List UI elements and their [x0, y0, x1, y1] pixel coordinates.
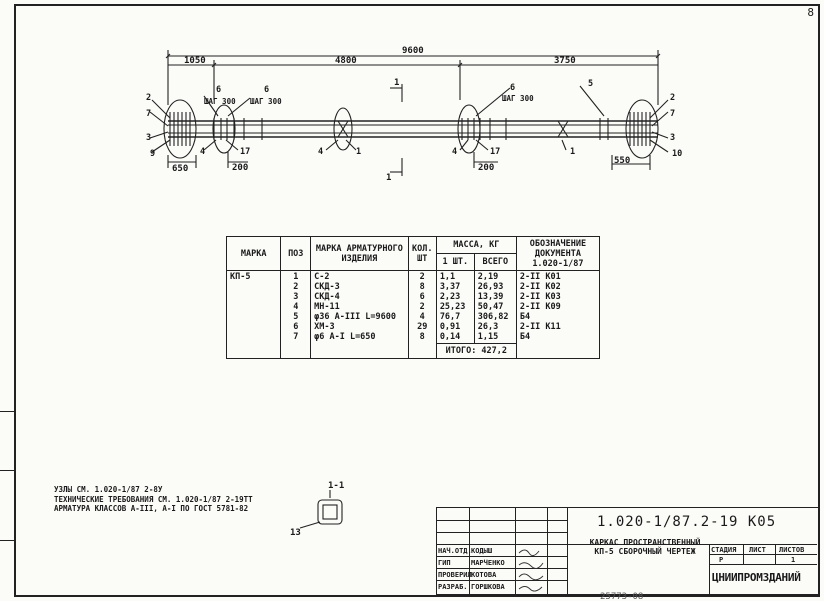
organization-name: ЦНИИПРОМЗДАНИЙ: [712, 571, 801, 584]
sheet-value: 1: [791, 556, 796, 564]
section-label: 1-1: [328, 481, 344, 491]
sheet-header: ЛИСТ: [749, 546, 766, 554]
role-label: НАЧ.ОТД.: [438, 547, 472, 555]
svg-text:2: 2: [146, 93, 151, 103]
role-label: РАЗРАБ.: [438, 583, 468, 591]
margin-tab-line: [0, 470, 14, 471]
svg-text:5: 5: [588, 79, 593, 89]
role-label: ГИП: [438, 559, 451, 567]
dim-left-span: 1050: [184, 56, 206, 66]
header-mass-one: 1 ШТ.: [435, 253, 475, 271]
header-armature-mark: МАРКА АРМАТУРНОГО ИЗДЕЛИЯ: [310, 236, 409, 271]
header-mark: МАРКА: [225, 236, 282, 271]
dim-step-mid: 200: [478, 163, 494, 173]
stage-header: СТАДИЯ: [711, 546, 737, 554]
cell-docs: 2-II К01 2-II К02 2-II К03 2-II К09 Б4 2…: [515, 270, 601, 359]
specification-table: МАРКА ПОЗ МАРКА АРМАТУРНОГО ИЗДЕЛИЯ КОЛ.…: [225, 236, 601, 359]
stage-value: Р: [719, 556, 724, 564]
svg-text:7: 7: [670, 109, 675, 119]
bottom-code: 25773-08: [600, 592, 644, 602]
cell-mark: КП-5: [225, 270, 282, 359]
dim-middle-span: 4800: [335, 56, 357, 66]
callout-shag-2: ШАГ 300: [250, 97, 282, 106]
drawing-notes: УЗЛЫ СМ. 1.020-1/87 2-8У ТЕХНИЧЕСКИЕ ТРЕ…: [54, 485, 253, 514]
svg-text:9: 9: [150, 149, 155, 159]
callout-shag-1: ШАГ 300: [204, 97, 236, 106]
section-callout: 13: [290, 528, 301, 538]
note-line: АРМАТУРА КЛАССОВ А-III, А-I ПО ГОСТ 5781…: [54, 504, 249, 513]
callout-shag-3: ШАГ 300: [502, 94, 534, 103]
note-line: УЗЛЫ СМ. 1.020-1/87 2-8У: [54, 485, 163, 494]
header-mass-all: ВСЕГО: [473, 253, 517, 271]
person-name: МАРЧЕНКО: [471, 559, 505, 567]
svg-text:7: 7: [146, 109, 151, 119]
cell-qty: 2 8 6 2 4 29 8: [407, 270, 437, 359]
svg-text:4: 4: [318, 147, 323, 157]
dim-total: 9600: [402, 46, 424, 56]
person-name: КОДЫШ: [471, 547, 493, 555]
svg-text:3: 3: [670, 133, 675, 143]
svg-text:17: 17: [240, 147, 250, 157]
cell-total: ИТОГО: 427,2: [435, 343, 517, 359]
margin-tab-line: [0, 411, 14, 412]
header-pos: ПОЗ: [280, 236, 312, 271]
cell-mass-all: 2,19 26,93 13,39 50,47 306,82 26,3 1,15: [473, 270, 517, 344]
role-label: ПРОВЕРИЛ: [438, 571, 472, 579]
section-mark-top: 1: [394, 78, 399, 88]
drawing-frame: 8: [14, 4, 820, 597]
section-mark-bottom: 1: [386, 173, 391, 183]
margin-tab-line: [0, 540, 14, 541]
title-block: 1.020-1/87.2-19 К05 КАРКАС ПРОСТРАНСТВЕН…: [436, 507, 819, 595]
position-callouts: 2 7 3 9 6 6 4 17 4 1 6 4 17 1 5 2 7 3 10: [146, 79, 682, 159]
svg-text:3: 3: [146, 133, 151, 143]
dim-right-span: 3750: [554, 56, 576, 66]
note-line: ТЕХНИЧЕСКИЕ ТРЕБОВАНИЯ СМ. 1.020-1/87 2-…: [54, 494, 253, 504]
sheet-number: 8: [807, 6, 814, 19]
cell-mass-one: 1,1 3,37 2,23 25,23 76,7 0,91 0,14: [435, 270, 475, 344]
dim-step-left: 200: [232, 163, 248, 173]
svg-text:10: 10: [672, 149, 682, 159]
svg-text:2: 2: [670, 93, 675, 103]
person-name: КОТОВА: [471, 571, 497, 579]
person-name: ГОРШКОВА: [471, 583, 505, 591]
svg-text:6: 6: [264, 85, 269, 95]
header-qty: КОЛ. ШТ: [407, 236, 437, 271]
dim-left-bottom: 650: [172, 164, 188, 174]
header-doc: ОБОЗНАЧЕНИЕ ДОКУМЕНТА 1.020-1/87: [515, 236, 601, 271]
svg-text:1: 1: [356, 147, 361, 157]
svg-text:17: 17: [490, 147, 500, 157]
cell-items: С-2 СКД-3 СКД-4 МН-11 φ36 А-III L=9600 Х…: [310, 270, 409, 359]
drawing-title: КАРКАС ПРОСТРАНСТВЕННЫЙ КП-5 СБОРОЧНЫЙ Ч…: [589, 538, 701, 556]
document-code: 1.020-1/87.2-19 К05: [597, 514, 777, 530]
svg-text:1: 1: [570, 147, 575, 157]
svg-text:4: 4: [452, 147, 457, 157]
sheets-header: ЛИСТОВ: [779, 546, 805, 554]
svg-text:4: 4: [200, 147, 205, 157]
dim-right-bottom: 550: [614, 156, 630, 166]
svg-text:6: 6: [216, 85, 221, 95]
svg-text:6: 6: [510, 83, 515, 93]
cell-positions: 1 2 3 4 5 6 7: [280, 270, 312, 359]
signature-marks: [518, 549, 544, 592]
header-mass: МАССА, КГ: [435, 236, 517, 254]
